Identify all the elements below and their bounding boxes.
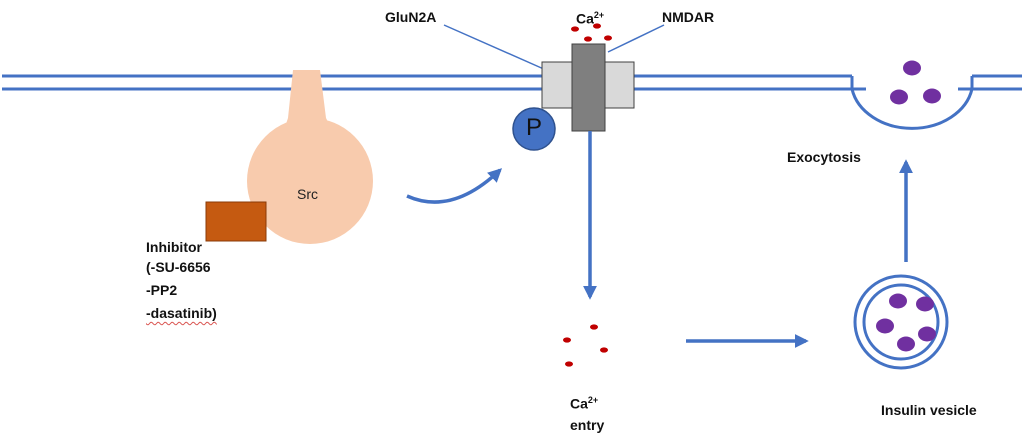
vesicle-granule xyxy=(889,293,907,309)
calcium-ion xyxy=(600,347,608,353)
inhibitor-title: Inhibitor xyxy=(146,239,202,255)
inhibitor-box xyxy=(205,201,267,242)
phospho-circle xyxy=(512,107,556,151)
inhibitor-item-2: -PP2 xyxy=(146,282,178,298)
pocket-granule xyxy=(903,60,921,76)
glun2a-label: GluN2A xyxy=(385,9,437,25)
inhibitor-item-3: -dasatinib) xyxy=(146,305,217,321)
calcium-ion xyxy=(571,26,579,32)
insulin-vesicle-label: Insulin vesicle xyxy=(881,402,977,418)
pocket-granule xyxy=(890,89,908,105)
calcium-ion xyxy=(563,337,571,343)
src-label: Src xyxy=(297,186,318,202)
vesicle-granule xyxy=(876,318,894,334)
calcium-ion xyxy=(584,36,592,42)
insulin-vesicle-outer xyxy=(853,274,949,370)
src-to-phospho-arrow xyxy=(406,168,503,204)
exocytosis-label: Exocytosis xyxy=(787,149,861,165)
src-body xyxy=(247,118,373,244)
calcium-ion xyxy=(593,23,601,29)
calcium-top-symbol: Ca xyxy=(576,10,594,27)
nmdar-label: NMDAR xyxy=(662,9,715,25)
calcium-ion xyxy=(565,361,573,367)
calcium-entry-charge: 2+ xyxy=(587,395,599,405)
calcium-top-label: Ca2+ xyxy=(576,6,604,28)
calcium-entry-symbol: Ca xyxy=(570,395,588,412)
nmdar-leader-line xyxy=(607,24,665,53)
calcium-entry-label: Ca2+ xyxy=(570,391,598,413)
calcium-entry-word: entry xyxy=(570,417,605,433)
exocytosis-pocket xyxy=(850,76,974,130)
phospho-label: P xyxy=(526,114,543,141)
glun2a-leader-line xyxy=(443,24,547,71)
vesicle-granule xyxy=(897,336,915,352)
insulin-vesicle-inner xyxy=(862,283,940,361)
vesicle-granule xyxy=(918,326,936,342)
calcium-ion xyxy=(590,324,598,330)
calcium-top-charge: 2+ xyxy=(593,10,605,20)
nmdar-channel xyxy=(571,43,606,132)
pocket-granule xyxy=(923,88,941,104)
inhibitor-item-1: (-SU-6656 xyxy=(146,259,211,275)
calcium-ion xyxy=(604,35,612,41)
vesicle-granule xyxy=(916,296,934,312)
